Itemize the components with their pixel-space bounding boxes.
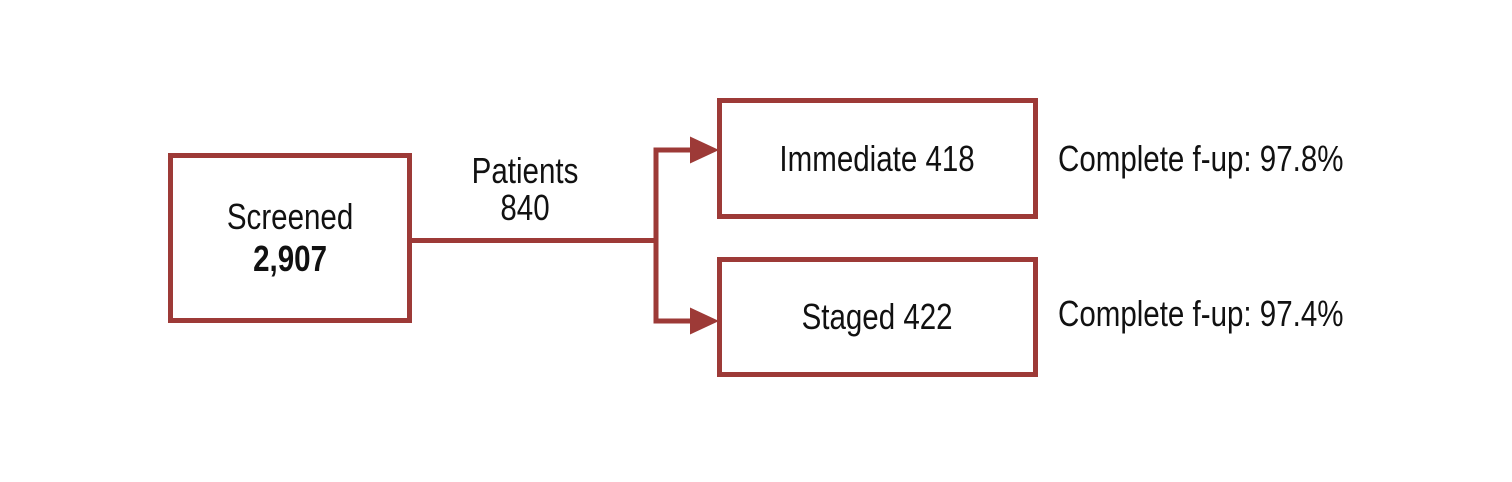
immediate-followup-note: Complete f-up: 97.8% (1058, 138, 1344, 179)
staged-followup-note: Complete f-up: 97.4% (1058, 293, 1344, 334)
immediate-label: Immediate 418 (779, 137, 976, 179)
screened-box-content: Screened 2,907 (227, 196, 353, 280)
immediate-box: Immediate 418 (717, 98, 1038, 219)
edge-label-line2: 840 (500, 187, 550, 228)
screened-label: Screened (226, 196, 354, 237)
staged-label: Staged 422 (801, 296, 954, 337)
staged-box: Staged 422 (717, 257, 1038, 377)
edge-label: Patients 840 (427, 152, 624, 226)
edge-label-line1: Patients (471, 150, 579, 191)
screened-box: Screened 2,907 (168, 153, 412, 323)
arrowhead-top-icon (690, 136, 719, 164)
screened-value: 2,907 (253, 238, 327, 279)
arrowhead-bottom-icon (690, 307, 719, 335)
